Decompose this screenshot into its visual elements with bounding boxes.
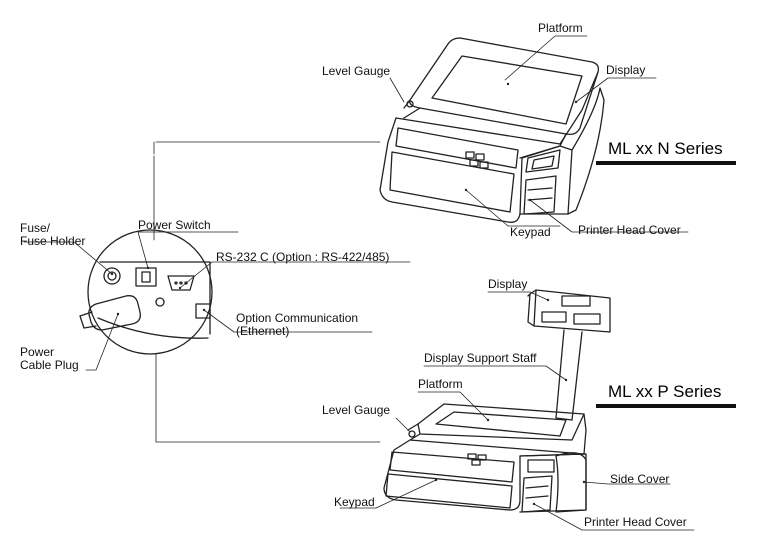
label-display-n: Display	[606, 63, 646, 77]
p-level-gauge-bubble	[408, 430, 416, 438]
label-side-cover: Side Cover	[610, 472, 670, 486]
n-series-scale	[379, 37, 605, 223]
label-keypad-p: Keypad	[334, 495, 375, 509]
option-comm-port	[195, 303, 211, 319]
p-keypad-strip	[389, 451, 515, 483]
series-rule-n	[596, 161, 736, 165]
n-key	[465, 151, 475, 159]
connector-panel	[79, 141, 381, 355]
p-support-staff	[555, 329, 583, 421]
label-printer-head-cover-n: Printer Head Cover	[578, 223, 681, 237]
label-keypad-n: Keypad	[510, 225, 551, 239]
n-display-window	[525, 149, 561, 173]
p-series-scale	[383, 289, 611, 513]
label-platform-n: Platform	[538, 21, 583, 35]
leader-lines	[23, 35, 695, 531]
rs232-port	[167, 275, 195, 291]
label-fuse-holder: Fuse/ Fuse Holder	[20, 221, 86, 248]
p-display-window-top	[561, 295, 591, 307]
p-display-window-rear	[527, 459, 555, 473]
p-display-window-right	[573, 313, 601, 325]
label-power-cable-plug: Power Cable Plug	[20, 345, 79, 372]
p-side-cover	[555, 452, 587, 513]
n-keypad-strip	[395, 127, 519, 169]
p-display-head	[533, 289, 611, 333]
n-platform-inner	[431, 55, 583, 125]
n-keypad-face	[389, 151, 515, 213]
n-platform	[409, 37, 600, 136]
p-printer	[519, 453, 587, 513]
detail-circle	[87, 229, 213, 355]
p-keypad-face	[385, 473, 513, 509]
p-display-window-left	[541, 311, 567, 323]
label-power-switch: Power Switch	[138, 218, 211, 232]
n-printer-head-cover	[523, 175, 557, 215]
p-connector-line	[155, 353, 381, 443]
series-title-n: ML xx N Series	[608, 139, 723, 158]
n-front-console	[379, 117, 561, 223]
label-rs232: RS-232 C (Option : RS-422/485)	[216, 250, 390, 264]
p-printer-head-cover	[521, 475, 553, 513]
n-level-gauge-bubble	[406, 100, 414, 108]
label-level-gauge-n: Level Gauge	[322, 64, 391, 78]
p-front-console	[383, 439, 585, 511]
label-display-support-staff: Display Support Staff	[424, 351, 537, 365]
label-printer-head-cover-p: Printer Head Cover	[584, 515, 687, 529]
label-display-p: Display	[488, 277, 528, 291]
power-cable-plug	[88, 295, 141, 331]
power-switch	[135, 267, 157, 287]
label-option-comm: Option Communication (Ethernet)	[236, 311, 359, 338]
p-platform	[417, 403, 585, 441]
series-rule-p	[596, 404, 736, 408]
label-level-gauge-p: Level Gauge	[322, 403, 391, 417]
fuse-holder	[103, 267, 121, 285]
n-side-body	[567, 87, 605, 215]
series-title-p: ML xx P Series	[608, 382, 722, 401]
label-platform-p: Platform	[418, 377, 463, 391]
